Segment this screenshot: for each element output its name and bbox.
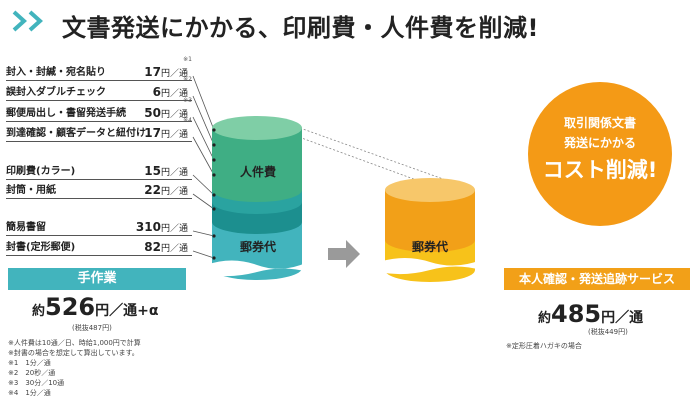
list-item: 誤封入ダブルチェック 6円／通 ※2 bbox=[6, 76, 192, 101]
list-item: 印刷費(カラー) 15円／通 bbox=[6, 159, 192, 180]
service-badge: 本人確認・発送追跡サービス bbox=[504, 268, 690, 290]
header: 文書発送にかかる、印刷費・人件費を削減! bbox=[0, 0, 700, 44]
arrow-right-icon bbox=[328, 240, 360, 268]
cost-reduction-circle: 取引関係文書 発送にかかる コスト削減! bbox=[528, 82, 672, 226]
manual-total: 約526円／通+α bbox=[32, 293, 159, 321]
footnotes: ※人件費は10通／日、時給1,000円で計算 ※封書の場合を想定して算出していま… bbox=[8, 339, 141, 397]
list-item: 郵便局出し・書留発送手続 50円／通 ※3 bbox=[6, 97, 192, 122]
connector-lines bbox=[192, 75, 215, 259]
label-postage-right: 郵券代 bbox=[412, 240, 449, 254]
service-tax-note: (税抜449円) bbox=[588, 328, 628, 336]
list-item: 封筒・用紙 22円／通 bbox=[6, 178, 192, 199]
list-item: 封書(定形郵便) 82円／通 bbox=[6, 235, 192, 256]
cylinder-manual bbox=[206, 116, 308, 280]
manual-tax-note: (税抜487円) bbox=[72, 324, 112, 332]
list-item: 封入・封緘・宛名貼り 17円／通 ※1 bbox=[6, 56, 192, 81]
service-footnote: ※定形圧着ハガキの場合 bbox=[506, 342, 582, 350]
cylinder-service bbox=[379, 178, 481, 282]
manual-badge: 手作業 bbox=[8, 268, 186, 290]
list-item: 簡易書留 310円／通 bbox=[6, 215, 192, 236]
label-labor-cost: 人件費 bbox=[240, 165, 277, 179]
double-chevron-right-icon bbox=[12, 10, 43, 32]
service-total: 約485円／通 bbox=[538, 300, 644, 328]
page-title: 文書発送にかかる、印刷費・人件費を削減! bbox=[62, 14, 539, 42]
label-postage-left: 郵券代 bbox=[240, 240, 277, 254]
list-item: 到達確認・顧客データと紐付け 17円／通 ※4 bbox=[6, 117, 192, 142]
